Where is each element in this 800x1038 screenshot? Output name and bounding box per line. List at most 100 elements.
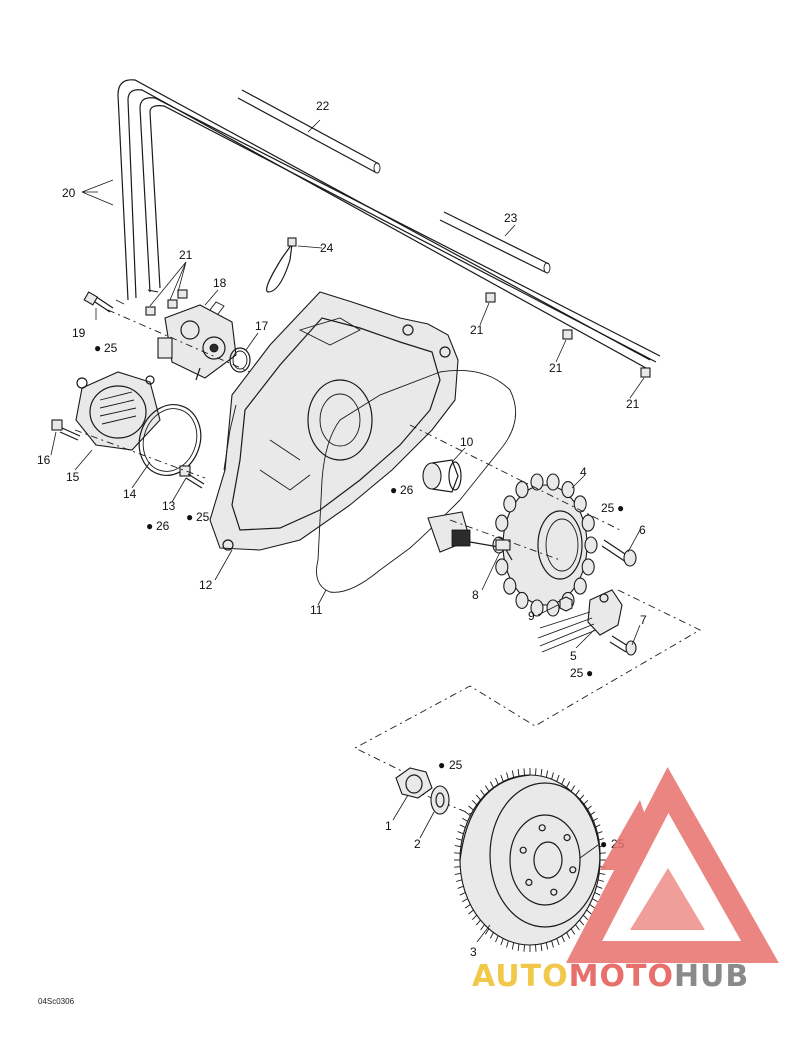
stator-tooth [573, 577, 587, 595]
ring-gear-tooth [579, 794, 585, 801]
pump-18 [157, 301, 237, 381]
ring-gear-tooth [475, 919, 481, 926]
callout-22: 22 [316, 99, 330, 113]
ring-gear-tooth [575, 924, 580, 931]
lube-marker-1: ● 25 [438, 758, 463, 772]
tube-22 [237, 89, 381, 174]
ring-gear-tooth [484, 928, 490, 935]
magneto-housing-12 [209, 291, 459, 551]
callout-1: 1 [385, 819, 392, 833]
ring-gear-tooth [556, 938, 560, 946]
ring-gear-tooth [489, 932, 494, 939]
ring-gear-tooth [592, 898, 598, 903]
lube-marker-6: 25 ● [601, 501, 624, 515]
lube-marker-13: ● 25 [186, 510, 210, 524]
callout-6: 6 [639, 523, 646, 537]
stator-tooth [503, 495, 517, 513]
ring-gear-tooth [511, 942, 515, 950]
stator-tooth [573, 495, 587, 513]
ring-gear-tooth [599, 845, 606, 848]
ring-gear-tooth [506, 940, 509, 948]
ring-gear-tooth [566, 932, 571, 939]
ring-gear-tooth [570, 928, 576, 935]
clip-24 [266, 237, 297, 293]
tube-assembly [115, 79, 661, 369]
callout-23: 23 [504, 211, 518, 225]
lube-marker-10: ● 26 [390, 483, 414, 497]
ring-gear-tooth [596, 831, 603, 835]
ring-gear-tooth [540, 943, 543, 951]
callout-14: 14 [123, 487, 137, 501]
flywheel-bolt-hole [569, 866, 577, 874]
callout-16: 16 [37, 453, 51, 467]
ring-gear-tooth [511, 770, 515, 778]
ring-gear-tooth [462, 898, 468, 903]
ring-gear-tooth [455, 879, 463, 882]
callout-7: 7 [640, 613, 647, 627]
ring-gear-tooth [480, 789, 485, 796]
ring-gear-tooth [599, 852, 606, 854]
drop-icon: ● [600, 837, 607, 851]
stator-tooth [546, 473, 560, 491]
flywheel-bolt-hole [550, 888, 558, 896]
figure-reference: 04Sc0306 [38, 997, 75, 1006]
tube-23 [439, 211, 551, 274]
stator-tooth [495, 558, 509, 576]
callout-21-b: 21 [470, 323, 484, 337]
ring-gear-tooth [535, 944, 537, 952]
ring-gear-tooth [561, 777, 565, 785]
bushing-10 [422, 459, 462, 493]
ring-gear-tooth [551, 772, 554, 780]
ring-gear-tooth [489, 781, 494, 788]
screw-16 [51, 419, 81, 441]
callout-15: 15 [66, 470, 80, 484]
nut-9 [559, 596, 573, 612]
ring-gear-tooth [570, 785, 576, 792]
watermark-hub: HUB [674, 959, 749, 994]
drop-icon: ● [586, 666, 593, 680]
callout-20: 20 [62, 186, 76, 200]
ring-gear-tooth [545, 942, 549, 950]
stator-tooth [515, 481, 529, 499]
screw-7 [609, 635, 637, 656]
ring-gear-tooth [535, 768, 537, 776]
ring-gear-tooth [464, 811, 471, 816]
lube-marker-14: ● 26 [146, 519, 170, 533]
callout-18: 18 [213, 276, 227, 290]
callout-21-a: 21 [179, 248, 193, 262]
screw-6 [601, 539, 637, 567]
ring-gear-tooth [561, 935, 565, 943]
ring-gear-tooth [475, 794, 481, 801]
ring-gear-tooth [454, 866, 461, 868]
ring-gear-tooth [594, 824, 601, 828]
ring-gear-tooth [517, 769, 520, 777]
ring-gear-tooth [586, 805, 592, 811]
ring-gear-tooth [468, 909, 474, 915]
drop-icon: ● [94, 341, 101, 355]
gasket-11 [316, 370, 517, 593]
callout-19: 19 [72, 326, 86, 340]
flywheel-bolt-hole [525, 878, 533, 887]
ring-gear-tooth [596, 885, 603, 889]
callout-17: 17 [255, 319, 269, 333]
flywheel-bolt-hole [563, 833, 571, 842]
ring-gear-tooth [589, 811, 596, 816]
drop-icon: ● [617, 501, 624, 515]
callout-21-d: 21 [626, 397, 640, 411]
ring-gear-tooth [566, 781, 571, 788]
ring-gear-tooth [592, 817, 598, 822]
stator-tooth [561, 481, 575, 499]
lube-number: 26 [156, 519, 170, 533]
lube-number: 26 [400, 483, 414, 497]
callout-12: 12 [199, 578, 213, 592]
ring-gear-tooth [556, 774, 560, 782]
ring-gear-tooth [551, 940, 554, 948]
ring-gear-tooth [523, 944, 525, 952]
ring-gear-tooth [575, 789, 580, 796]
callout-2: 2 [414, 837, 421, 851]
flywheel-3 [454, 768, 606, 952]
ring-gear-tooth [599, 872, 606, 875]
ring-gear-tooth [597, 879, 605, 882]
callout-labels: 1 2 3 4 5 6 7 8 9 10 11 12 13 14 15 16 1… [37, 99, 647, 959]
